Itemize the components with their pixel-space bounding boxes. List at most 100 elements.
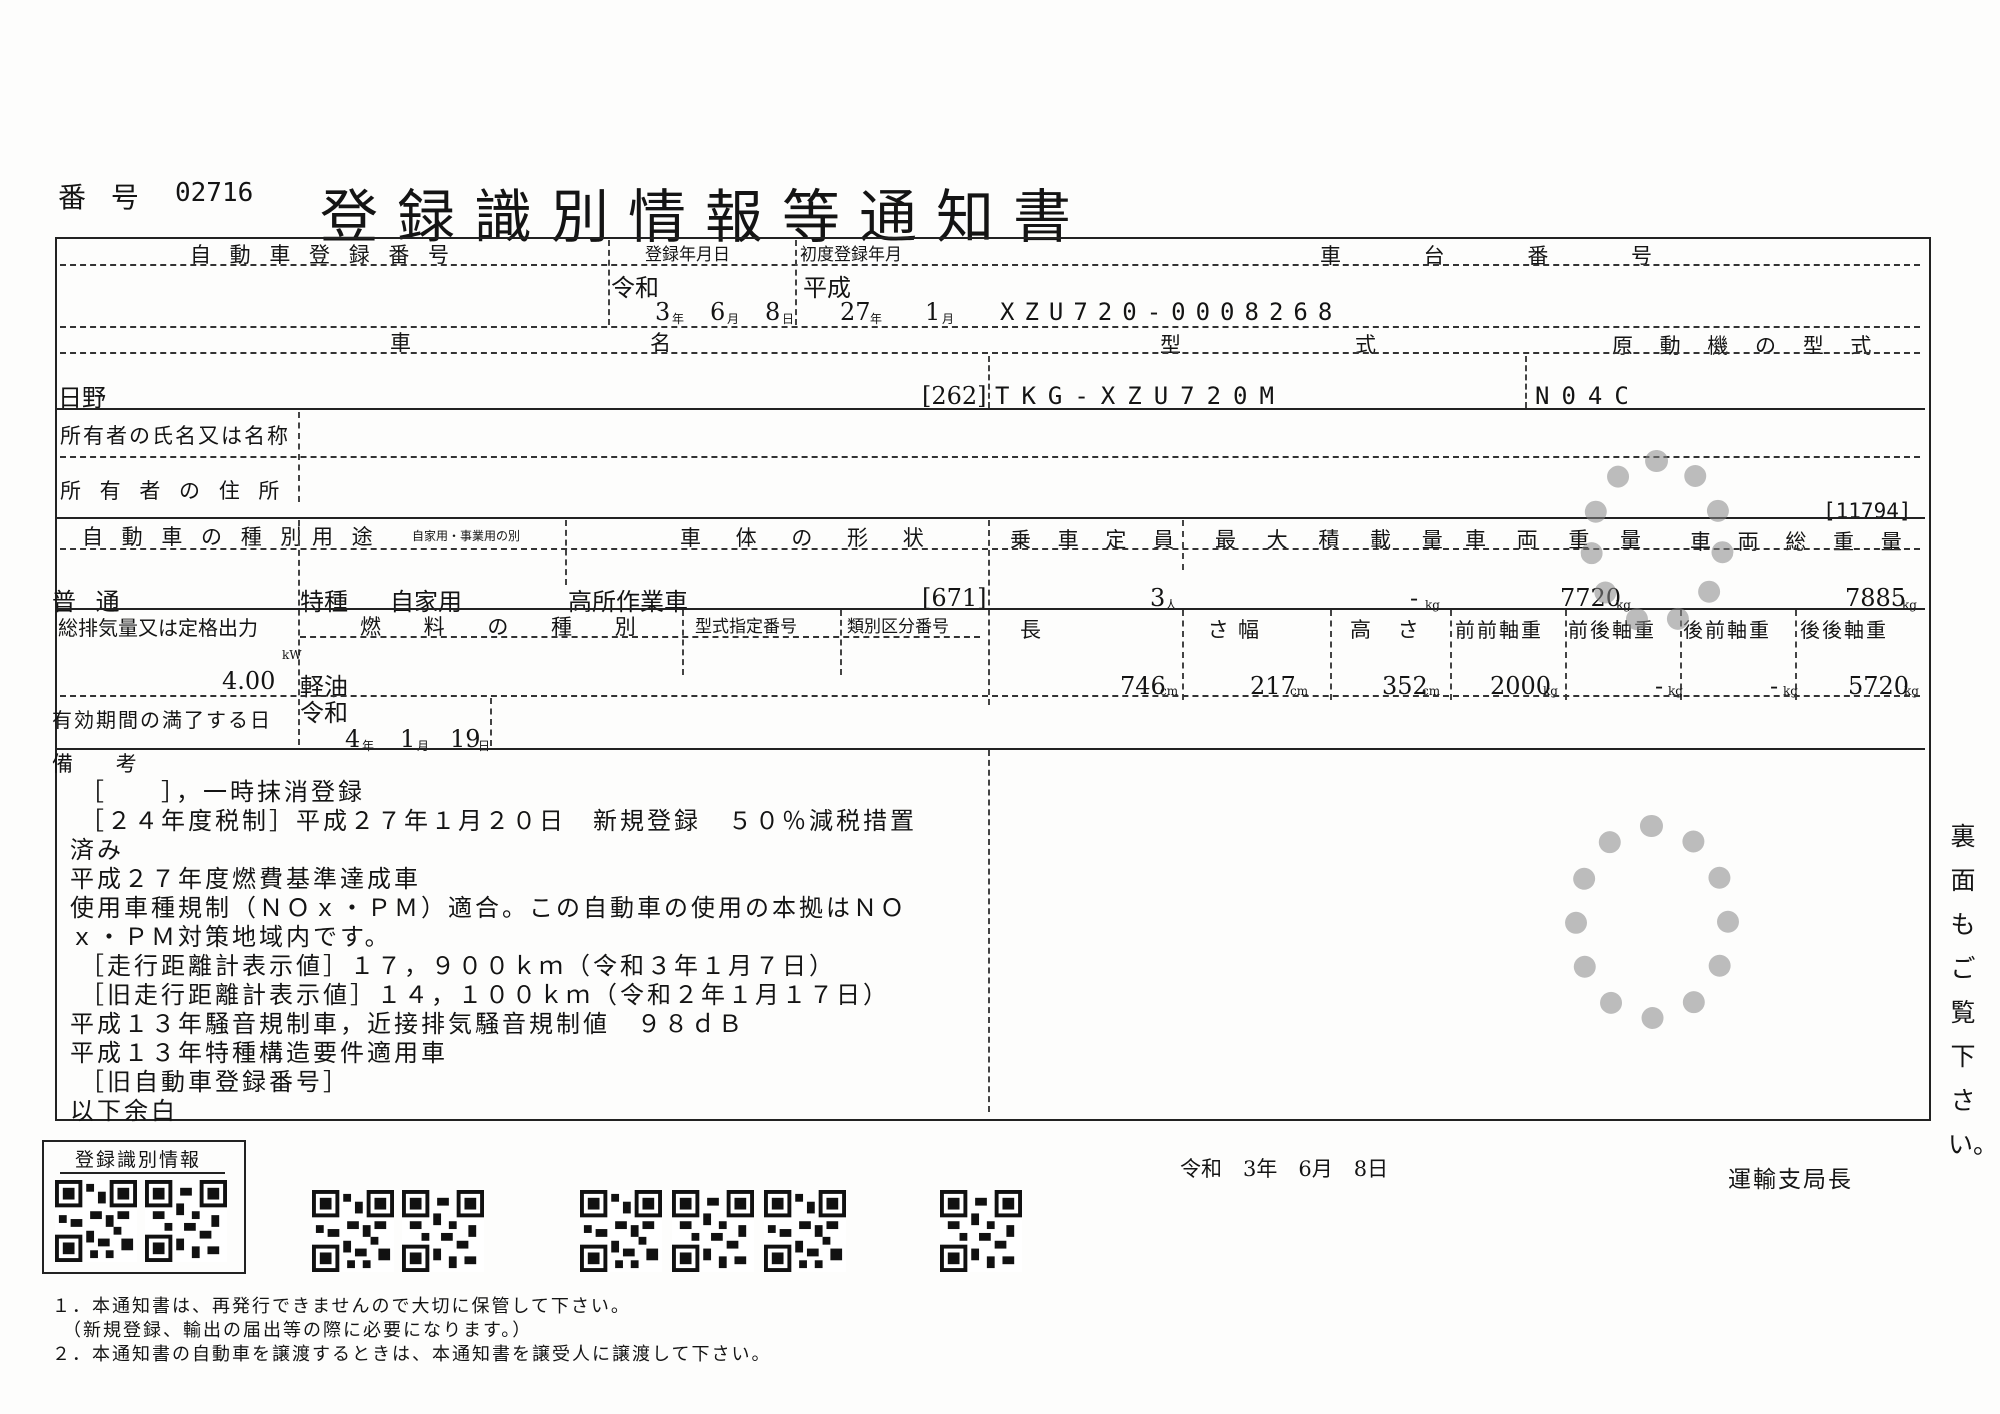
displacement-label: 総排気量又は定格出力 (58, 616, 258, 640)
front-front-axle-unit: kg (1543, 684, 1558, 698)
car-name-label-1: 車 (390, 331, 417, 355)
reg-date-era: 令和 (611, 274, 659, 302)
reg-date-month-unit: 月 (727, 312, 740, 326)
first-reg-year: 27 (840, 298, 871, 326)
remark-line-9: 平成１３年騒音規制車，近接排気騒音規制値 ９８ｄＢ (70, 1010, 745, 1038)
divider (1182, 520, 1184, 570)
document-title: 登録識別情報等通知書 (320, 183, 1091, 251)
remarks-label: 備 考 (52, 752, 155, 776)
divider (57, 748, 1925, 750)
reg-date-label: 登録年月日 (645, 245, 730, 265)
remark-line-3: 済み (70, 836, 124, 864)
owner-name-label: 所有者の氏名又は名称 (60, 424, 290, 448)
front-rear-axle-unit: kg (1668, 684, 1683, 698)
divider (60, 326, 1920, 328)
expiry-year-unit: 年 (362, 739, 375, 753)
capacity-unit: 人 (1165, 598, 1178, 612)
rear-rear-axle-label: 後後軸重 (1800, 618, 1888, 642)
type-designation-label: 型式指定番号 (695, 617, 797, 637)
issuer-title: 運輸支局長 (1728, 1167, 1853, 1193)
divider (60, 264, 1920, 266)
first-reg-month: 1 (925, 298, 941, 326)
rear-rear-axle-unit: kg (1904, 684, 1919, 698)
divider (60, 352, 1920, 354)
divider (1680, 610, 1682, 700)
divider (1182, 610, 1184, 700)
divider (60, 1172, 225, 1174)
divider (60, 456, 1920, 458)
divider (988, 750, 990, 1112)
length-label: 長 さ (1020, 618, 1309, 642)
engine-model-value: N04C (1535, 382, 1641, 410)
divider (60, 695, 1920, 697)
expiry-month: 1 (400, 725, 416, 753)
remark-line-6: ｘ・ＰＭ対策地域内です。 (70, 923, 392, 951)
remark-line-11: ［旧自動車登録番号］ (80, 1068, 350, 1096)
body-shape-value: 高所作業車 (568, 588, 688, 616)
divider (1450, 610, 1452, 700)
expiry-day-unit: 日 (478, 739, 491, 753)
divider (490, 698, 492, 746)
body-shape-code: [671] (922, 584, 987, 612)
rear-front-axle-unit: kg (1783, 684, 1798, 698)
divider (1565, 610, 1567, 700)
reg-date-day-unit: 日 (782, 312, 795, 326)
vehicle-kind-value: 普 通 (52, 588, 126, 616)
expiry-era: 令和 (300, 699, 348, 727)
number-value: 02716 (175, 178, 254, 208)
divider (565, 520, 567, 585)
displacement-unit: kW (282, 648, 302, 662)
gross-weight-value: 7885 (1845, 584, 1907, 612)
qr-code (764, 1190, 846, 1272)
qr-code (940, 1190, 1022, 1272)
car-name-value: 日野 (58, 384, 106, 412)
reg-date-month: 6 (710, 298, 726, 326)
footer-note-1: １．本通知書は、再発行できませんので大切に保管して下さい。 (52, 1296, 631, 1317)
front-rear-axle-value: - (1655, 672, 1664, 700)
seal-impression (1580, 450, 1734, 634)
divider (988, 520, 990, 705)
seal-impression (1565, 815, 1739, 1029)
divider (60, 548, 1920, 550)
remark-line-5: 使用車種規制（ＮＯｘ・ＰＭ）適合。この自動車の使用の本拠はＮＯ (70, 894, 907, 922)
height-label: 高 さ (1350, 618, 1429, 642)
remark-line-2: ［２４年度税制］平成２７年１月２０日 新規登録 ５０％減税措置 (80, 807, 917, 835)
issue-date: 令和 3年 6月 8日 (1180, 1157, 1389, 1181)
owner-address-label: 所 有 者 の 住 所 (60, 479, 286, 503)
expiry-year: 4 (345, 725, 361, 753)
qr-code (55, 1180, 137, 1262)
remark-line-4: 平成２７年度燃費基準達成車 (70, 865, 421, 893)
form-frame (55, 237, 1931, 1121)
footer-note-3: ２．本通知書の自動車を譲渡するときは、本通知書を譲受人に譲渡して下さい。 (52, 1344, 772, 1365)
divider (608, 240, 610, 325)
side-note: 裏面もご覧下さい。 (1948, 822, 1999, 1159)
length-unit: cm (1160, 684, 1179, 698)
chassis-no-value: XZU720-0008268 (1000, 298, 1343, 326)
car-name-label-2: 名 (650, 331, 677, 355)
remark-line-1: ［ ］，一時抹消登録 (80, 778, 365, 806)
reg-no-label: 自 動 車 登 録 番 号 (190, 243, 456, 267)
width-unit: cm (1290, 684, 1309, 698)
use-value: 特種 (300, 588, 348, 616)
model-label-1: 型 (1160, 333, 1187, 357)
first-reg-label: 初度登録年月 (800, 245, 902, 265)
remark-line-12: 以下余白 (70, 1097, 178, 1125)
qr-code (402, 1190, 484, 1272)
body-shape-label: 車 体 の 形 状 (680, 526, 938, 550)
use-sub-value: 自家用 (390, 588, 462, 616)
divider (1330, 610, 1332, 700)
expiry-month-unit: 月 (417, 739, 430, 753)
divider (795, 240, 797, 325)
reg-date-year: 3 (655, 298, 671, 326)
capacity-value: 3 (1150, 584, 1166, 612)
remark-line-10: 平成１３年特種構造要件適用車 (70, 1039, 448, 1067)
reg-date-year-unit: 年 (672, 312, 685, 326)
qr-code (145, 1180, 227, 1262)
reg-date-day: 8 (765, 298, 781, 326)
footer-note-2: （新規登録、輸出の届出等の際に必要になります。） (52, 1320, 533, 1341)
use-label: 用 途 (312, 525, 379, 549)
front-front-axle-label: 前前軸重 (1455, 618, 1543, 642)
owner-code: [11794] (1823, 499, 1912, 523)
displacement-value: 4.00 (222, 667, 276, 695)
divider (300, 636, 980, 638)
